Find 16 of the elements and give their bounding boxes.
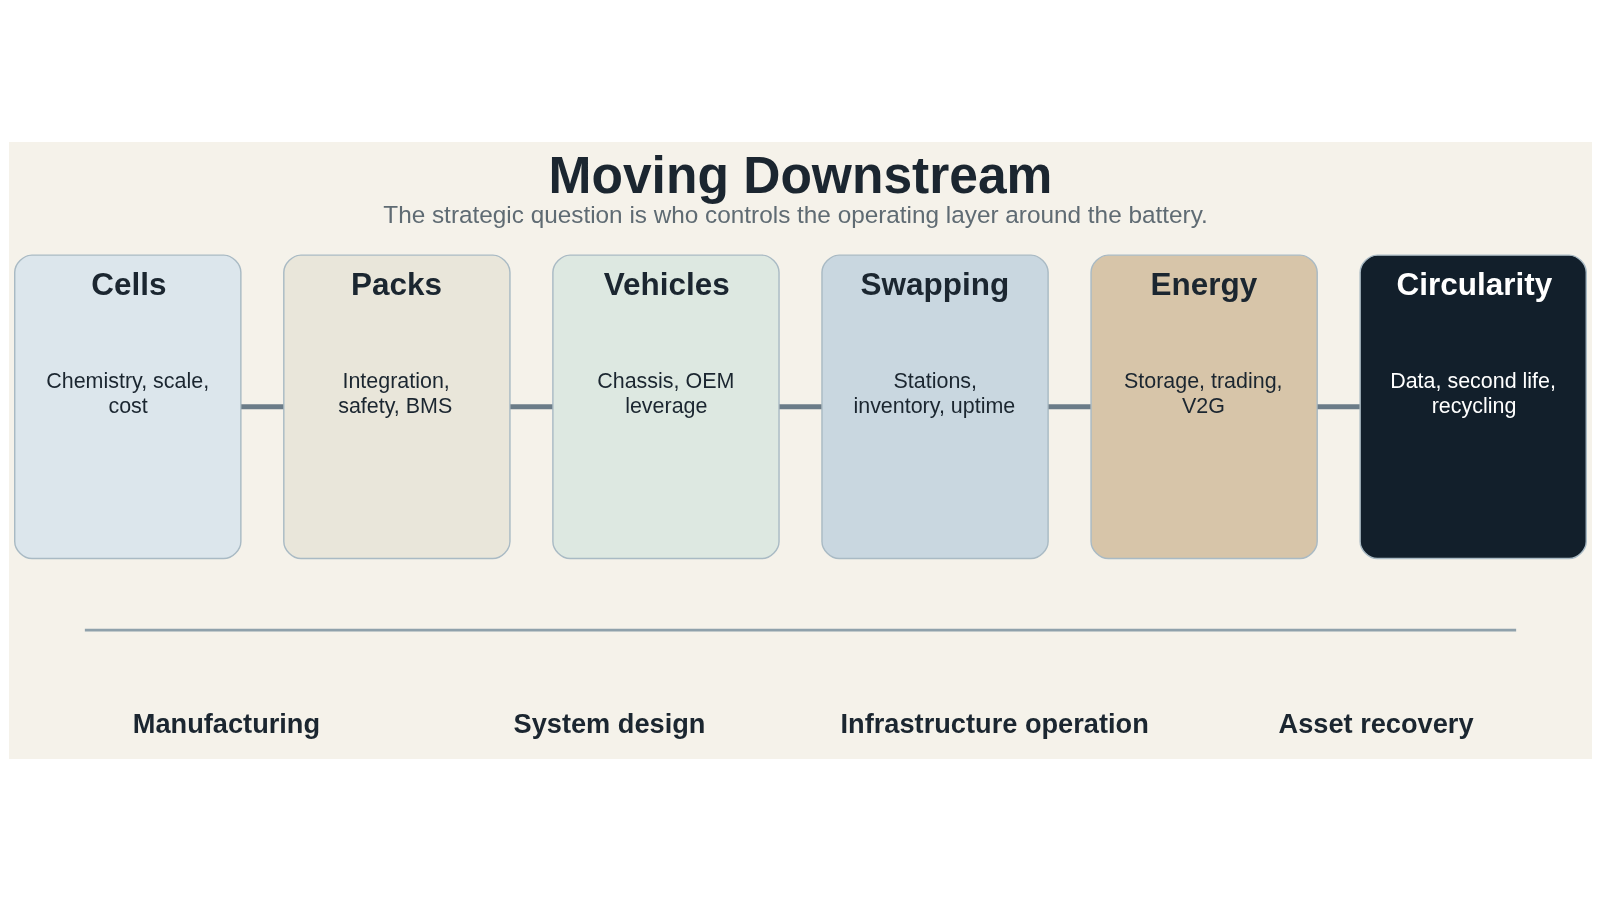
label: Infrastructure operation bbox=[840, 707, 1149, 739]
diagram-title: Moving Downstream bbox=[548, 145, 1052, 204]
node-box: Cells Chemistry, scale, cost bbox=[13, 253, 242, 559]
node-box: Energy Storage, trading, V2G bbox=[1089, 253, 1318, 559]
node-box: Swapping Stations, inventory, uptime bbox=[820, 253, 1049, 559]
node-box: Vehicles Chassis, OEM leverage bbox=[551, 253, 780, 559]
connector bbox=[240, 403, 283, 409]
node-box: Circularity Data, second life, recycling bbox=[1358, 253, 1587, 559]
connector bbox=[509, 403, 552, 409]
connector bbox=[778, 403, 821, 409]
label: Asset recovery bbox=[1278, 707, 1474, 739]
label: System design bbox=[513, 707, 705, 739]
connector bbox=[1048, 403, 1090, 409]
connector bbox=[1317, 403, 1360, 409]
node-box: Packs Integration, safety, BMS bbox=[282, 253, 511, 559]
label: Manufacturing bbox=[132, 707, 320, 739]
